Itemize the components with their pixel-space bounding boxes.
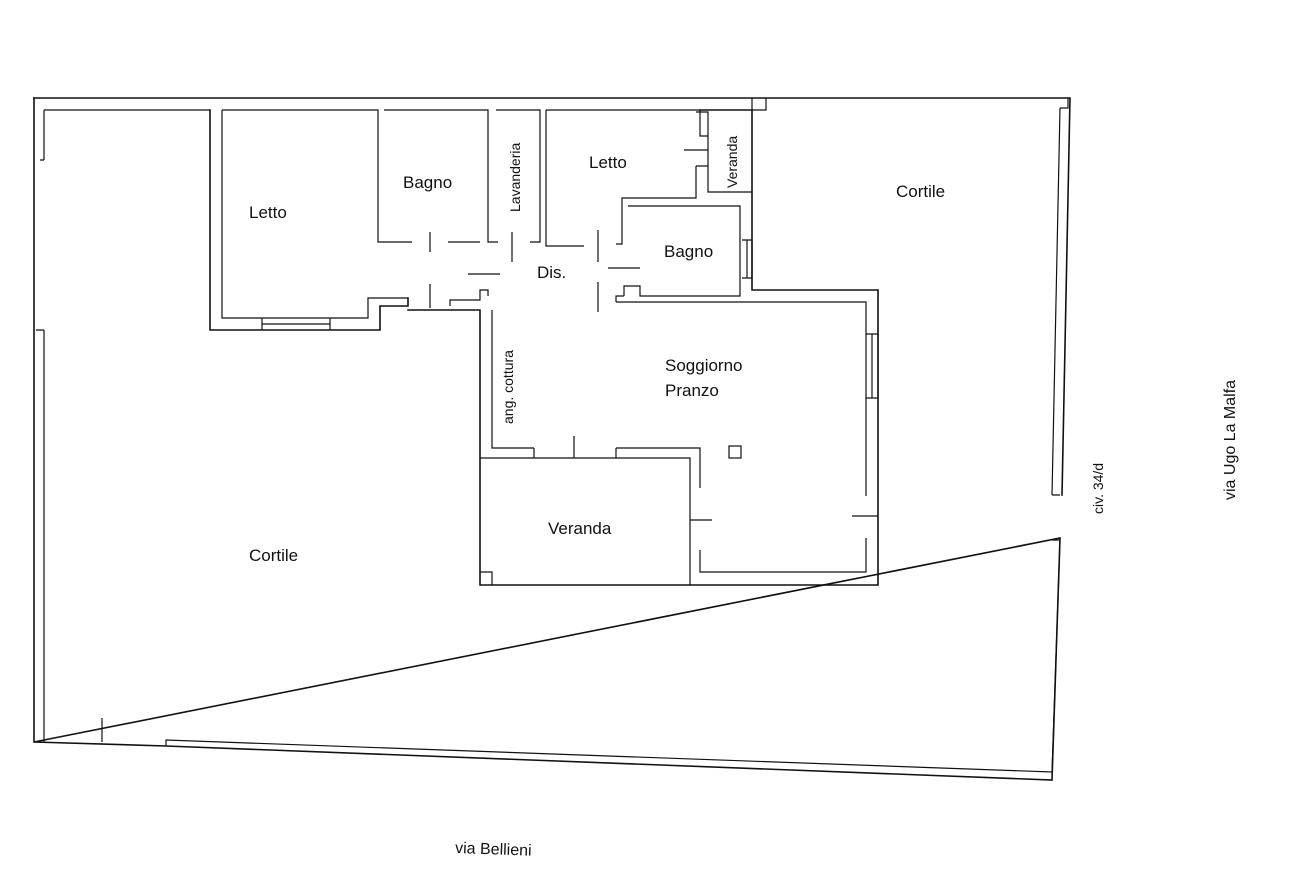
- kitchen-counter: [480, 436, 878, 585]
- room-label-lavanderia: Lavanderia: [507, 143, 523, 212]
- veranda-corner: [480, 571, 493, 585]
- civic-number-label: civ. 34/d: [1090, 463, 1106, 514]
- street-label-bottom: via Bellieni: [455, 840, 532, 860]
- room-label-pranzo: Pranzo: [665, 381, 719, 400]
- room-label-bagno-top: Bagno: [403, 173, 452, 192]
- plan-walls: [33, 97, 1071, 781]
- window-letto-bottom: [261, 318, 331, 330]
- street-labels: via Ugo La Malfa civ. 34/d via Bellieni: [455, 380, 1239, 860]
- window-soggiorno-right: [866, 333, 879, 399]
- building-outline-inner: [44, 109, 867, 496]
- room-label-disimpegno: Dis.: [537, 263, 566, 282]
- building-outline: [33, 97, 879, 743]
- window-bagno-right: [742, 239, 753, 279]
- room-label-bagno-mid: Bagno: [664, 242, 713, 261]
- lot-corner-top-right: [751, 98, 767, 111]
- street-label-right: via Ugo La Malfa: [1222, 380, 1239, 500]
- room-label-cortile-left: Cortile: [249, 546, 298, 565]
- room-label-cortile-right: Cortile: [896, 182, 945, 201]
- room-label-veranda-small: Veranda: [724, 136, 740, 188]
- room-label-letto-left: Letto: [249, 203, 287, 222]
- room-label-soggiorno: Soggiorno: [665, 356, 743, 375]
- room-label-veranda-large: Veranda: [548, 519, 612, 538]
- room-label-letto-right: Letto: [589, 153, 627, 172]
- room-label-angolo-cottura: ang. cottura: [500, 350, 516, 424]
- door-jambs: [429, 230, 599, 312]
- lot-boundary-inner: [36, 98, 1069, 773]
- column-pillar: [728, 445, 742, 459]
- room-labels: Letto Bagno Lavanderia Letto Veranda Cor…: [249, 136, 945, 565]
